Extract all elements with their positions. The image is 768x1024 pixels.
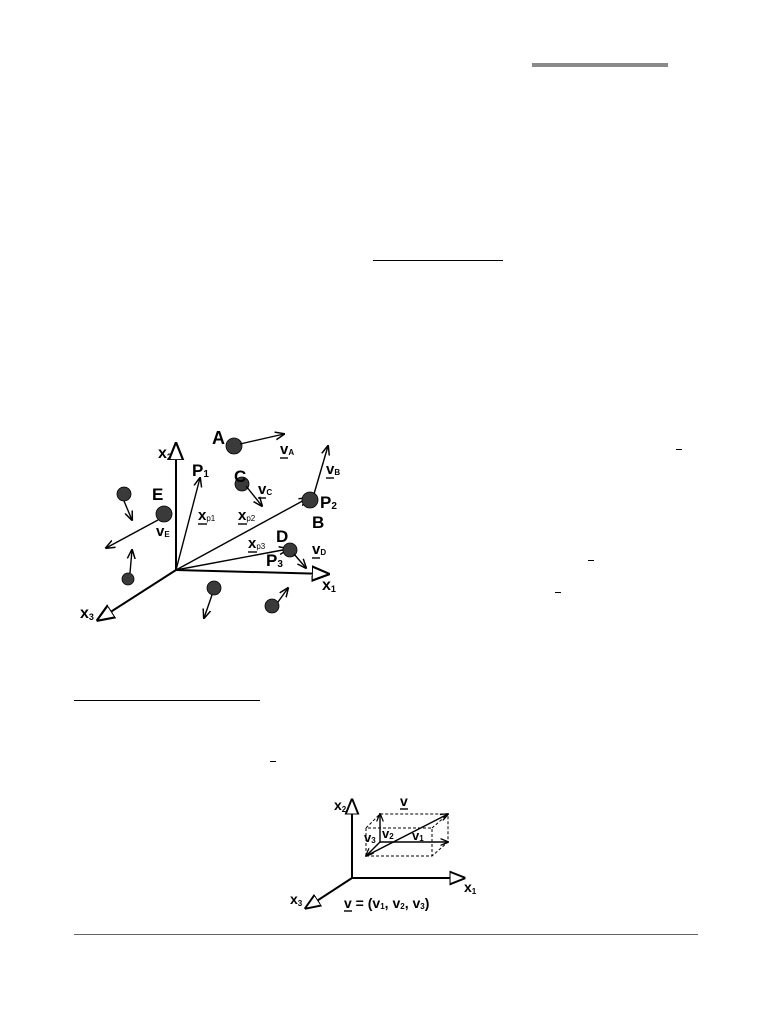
position-vector-p3 <box>175 549 288 571</box>
velocity-vector-a <box>239 434 284 445</box>
position-vector-p2 <box>175 498 308 571</box>
velocity-vector-b <box>313 446 328 495</box>
velocity-vector-e <box>106 519 159 548</box>
overbar-mark <box>270 761 276 762</box>
particle-c-label: C <box>234 467 246 486</box>
velocity-c-label: vC <box>258 481 272 498</box>
particle-unlabeled <box>116 486 132 502</box>
velocity-vector <box>204 594 213 618</box>
particle-b-label: B <box>312 513 324 532</box>
particle-d-label: D <box>276 527 288 546</box>
vector-v-label: v <box>400 793 408 809</box>
overbar-mark <box>555 592 561 593</box>
point-p2-label: P2 <box>320 493 337 512</box>
particle-field-figure: x2 x1 x3 A C B D E P1 P2 P3 vA vC vB vD … <box>80 428 340 624</box>
x1-axis <box>175 570 328 574</box>
x1-axis-label: x1 <box>322 577 336 594</box>
x3-axis <box>306 877 353 908</box>
vector-v <box>365 814 448 857</box>
x2-axis-label: x2 <box>158 445 172 462</box>
particle-e <box>155 505 173 523</box>
overbar-mark <box>676 449 682 450</box>
particle-c <box>234 476 250 492</box>
x3-axis-label: x3 <box>290 891 303 908</box>
point-p1-label: P1 <box>192 461 209 480</box>
particle-unlabeled <box>264 598 280 614</box>
title-underline <box>373 260 503 261</box>
particle-a <box>225 437 243 455</box>
component-v1-label: v1 <box>412 828 424 843</box>
component-v3-label: v3 <box>364 830 376 845</box>
vector-equation: v = (v1, v2, v3) <box>344 895 429 911</box>
section-underline <box>74 700 260 701</box>
particle-d <box>282 542 298 558</box>
footer-rule <box>74 934 698 935</box>
position-xp2-label: xp2 <box>238 507 256 524</box>
velocity-d-label: vD <box>312 541 326 558</box>
particle-unlabeled <box>121 572 135 586</box>
velocity-vector-c <box>245 485 262 506</box>
velocity-vector <box>123 500 132 520</box>
velocity-e-label: vE <box>156 523 170 540</box>
overbar-mark <box>588 560 594 561</box>
velocity-vector-d <box>293 553 306 568</box>
point-p3-label: P3 <box>266 551 283 570</box>
x3-axis-label: x3 <box>80 605 94 622</box>
particle-e-label: E <box>152 485 163 504</box>
velocity-vector <box>130 550 132 574</box>
particle-unlabeled <box>206 580 222 596</box>
velocity-b-label: vB <box>326 461 340 478</box>
component-v2-label: v2 <box>382 826 394 841</box>
particle-a-label: A <box>212 428 225 448</box>
particle-b <box>301 491 319 509</box>
header-rule <box>532 63 668 67</box>
x1-axis-label: x1 <box>464 879 477 896</box>
position-xp1-label: xp1 <box>198 507 216 524</box>
position-xp3-label: xp3 <box>248 535 266 552</box>
position-vector-p1 <box>175 478 200 571</box>
velocity-a-label: vA <box>280 441 294 458</box>
x2-axis-label: x2 <box>334 797 347 814</box>
component-vector-v3 <box>366 841 381 856</box>
x3-axis <box>98 569 177 620</box>
vector-components-figure: x2 x1 x3 v v2 v1 v3 v = (v1, v2, v3) <box>290 793 477 912</box>
velocity-vector <box>277 588 288 603</box>
